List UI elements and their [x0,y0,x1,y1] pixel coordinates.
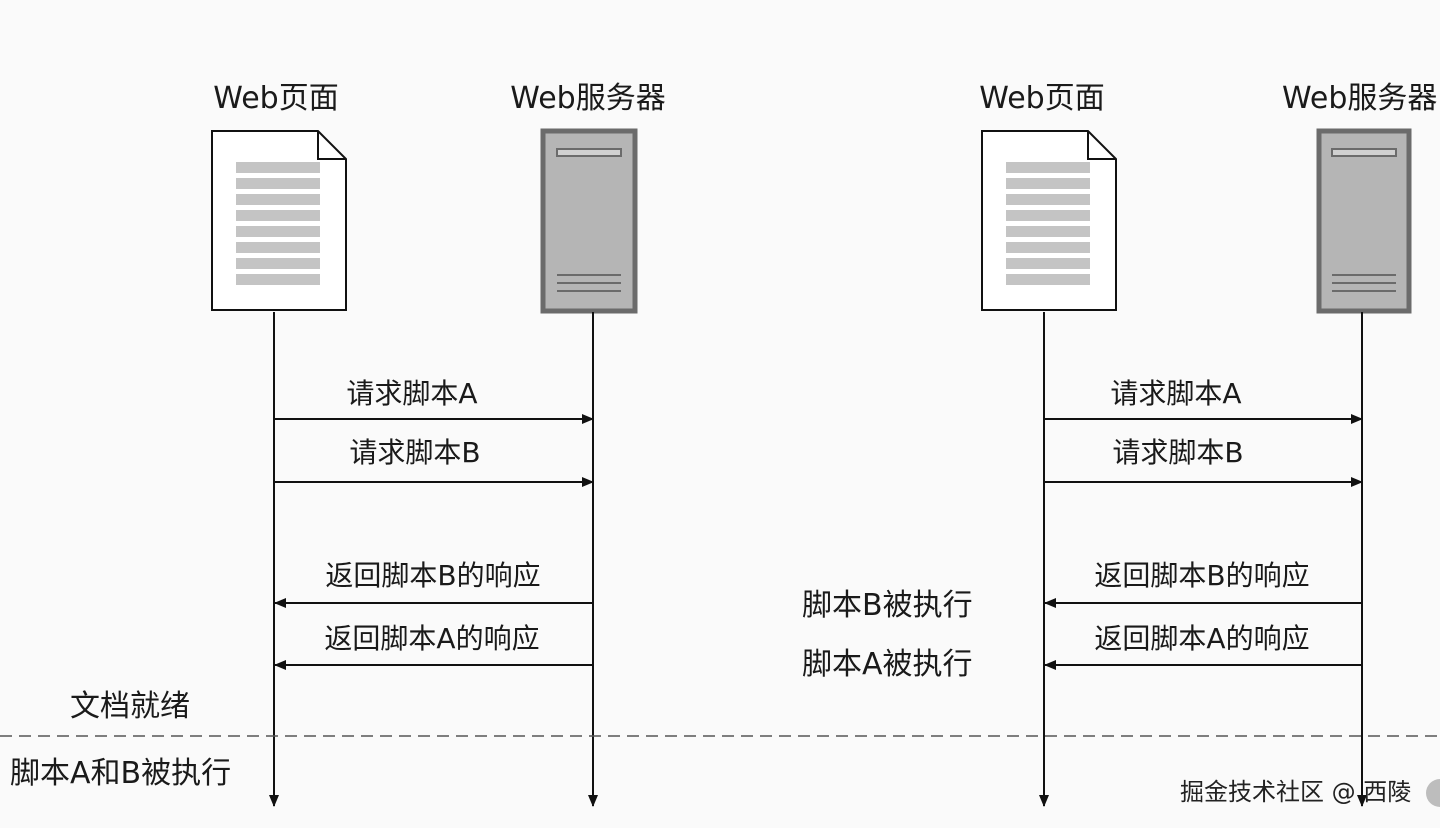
right-script-b-executed-label: 脚本B被执行 [802,588,973,623]
right-server-title: Web服务器 [1282,81,1437,116]
right-web-page-icon [981,130,1117,311]
left-server-icon [540,128,638,314]
left-msg-request-a: 请求脚本A [346,377,477,410]
right-script-a-executed-label: 脚本A被执行 [802,647,973,682]
right-msg-response-b: 返回脚本B的响应 [1094,559,1309,592]
left-document-ready-label: 文档就绪 [70,689,190,724]
left-web-page-icon [211,130,347,311]
right-diagram: Web页面 Web服务器 [802,81,1437,807]
left-msg-response-b: 返回脚本B的响应 [325,559,540,592]
left-page-title: Web页面 [213,81,338,116]
watermark-text: 掘金技术社区 @ 西陵 [1180,778,1411,806]
left-scripts-executed-label: 脚本A和B被执行 [10,756,231,791]
right-msg-response-a: 返回脚本A的响应 [1094,622,1309,655]
left-msg-response-a: 返回脚本A的响应 [324,622,539,655]
right-server-icon [1316,128,1412,314]
left-diagram: Web页面 Web服务器 [10,81,666,807]
left-msg-request-b: 请求脚本B [349,436,480,469]
right-msg-request-b: 请求脚本B [1112,436,1243,469]
right-msg-request-a: 请求脚本A [1110,377,1241,410]
left-server-title: Web服务器 [510,81,665,116]
watermark-avatar [1426,779,1440,807]
right-page-title: Web页面 [979,81,1104,116]
